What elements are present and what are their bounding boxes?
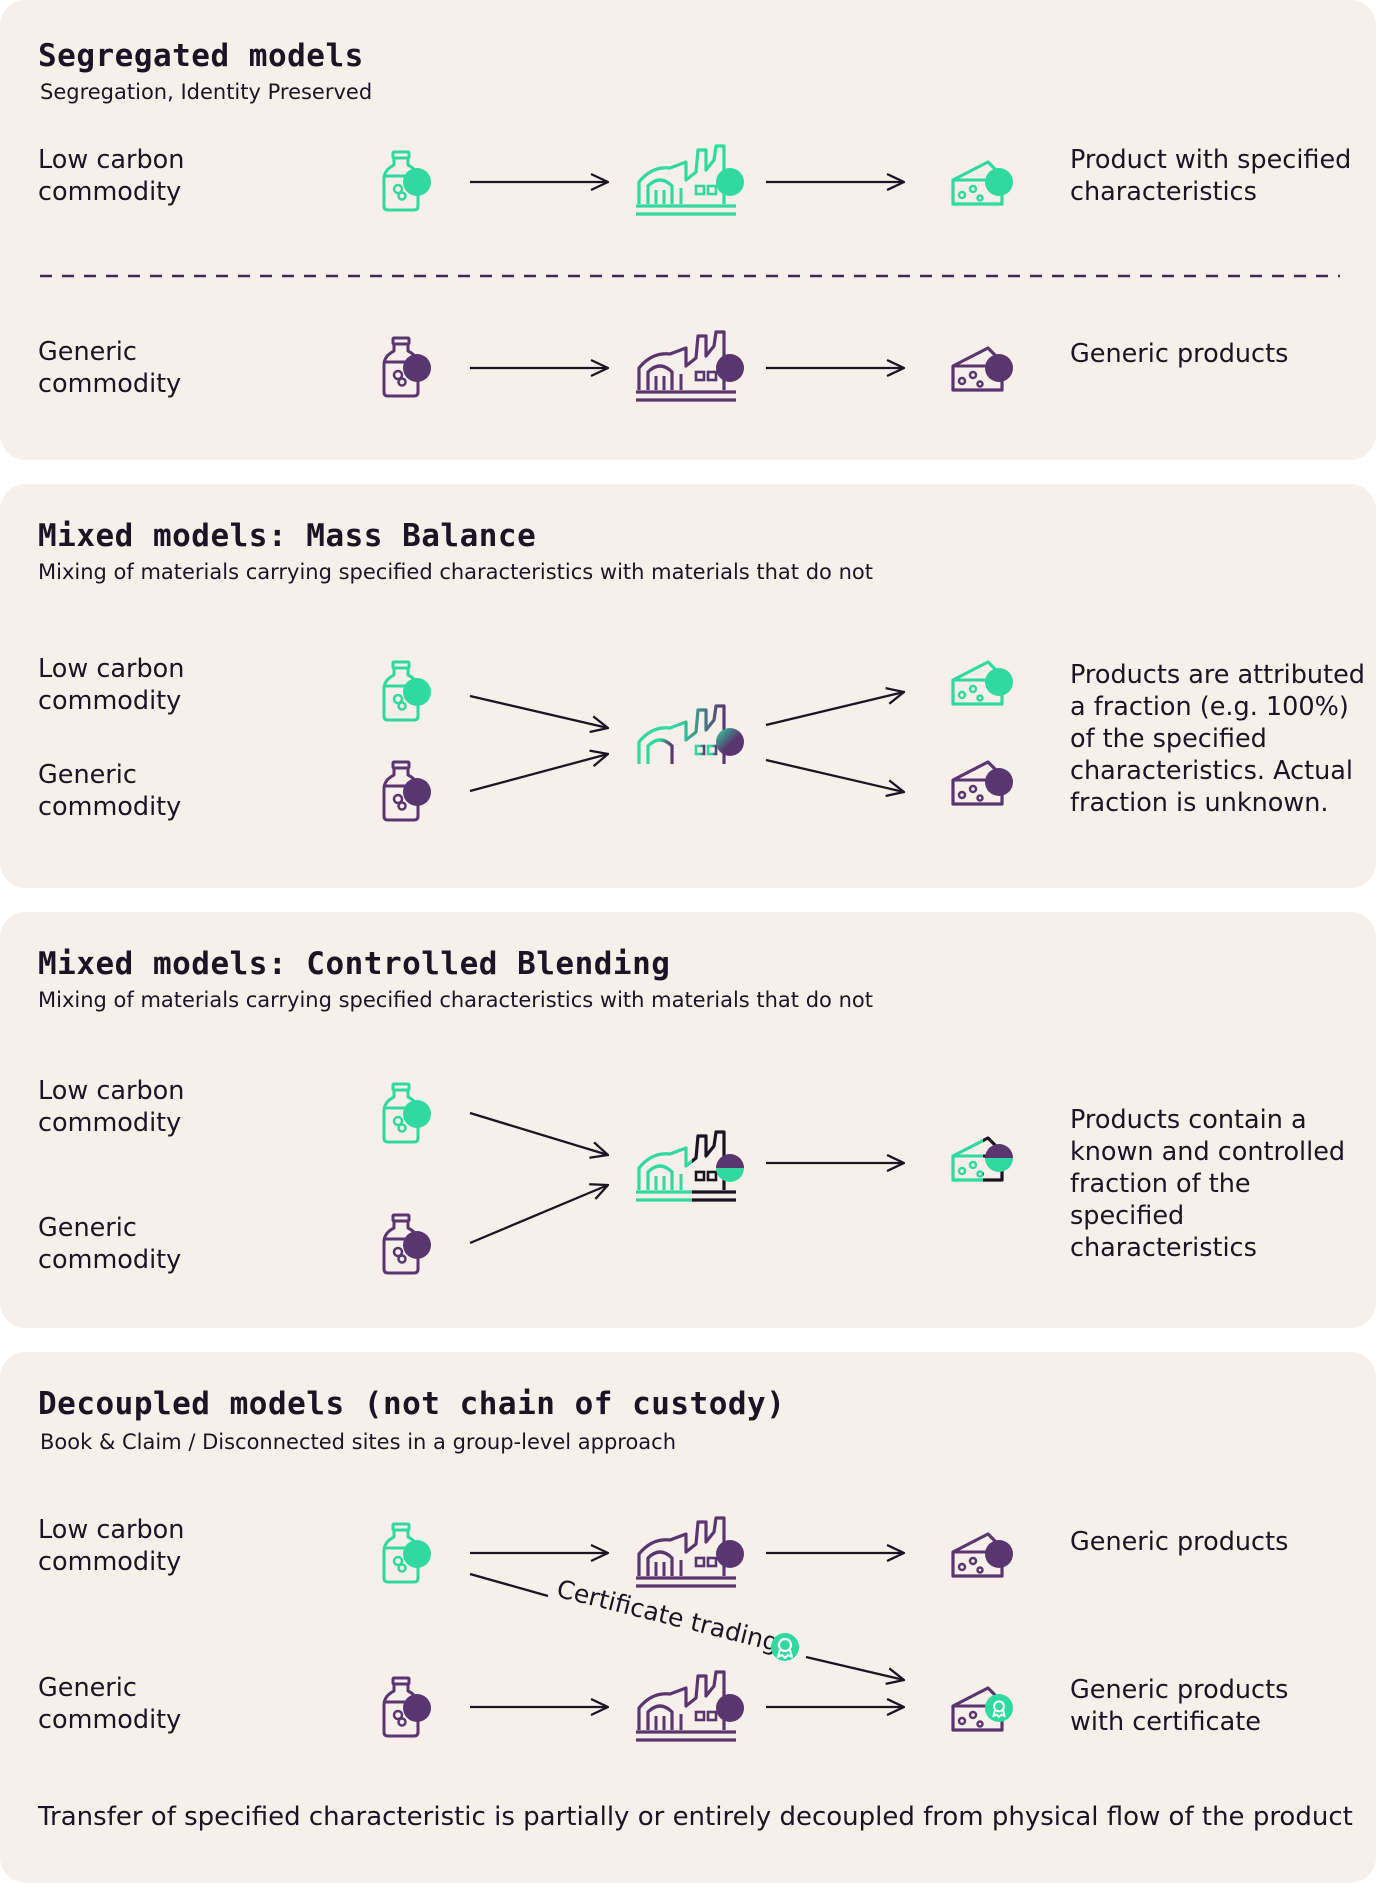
cheese-icon — [951, 1136, 1013, 1182]
segregated-generic-output-label: Generic products — [1070, 339, 1289, 369]
arrow — [765, 758, 904, 792]
decoupled-subtitle: Book & Claim / Disconnected sites in a g… — [40, 1430, 677, 1454]
mass-balance-low-carbon-label: Low carbon commodity — [38, 654, 185, 716]
mass-balance-title: Mixed models: Mass Balance — [38, 518, 537, 554]
controlled-blending-subtitle: Mixing of materials carrying specified c… — [38, 988, 873, 1012]
milk-bottle-icon — [382, 660, 431, 722]
milk-bottle-icon — [382, 760, 431, 822]
factory-icon — [634, 1130, 744, 1202]
factory-icon — [634, 1516, 744, 1588]
certificate-arrow-start — [469, 1572, 549, 1598]
milk-bottle-icon — [382, 1676, 431, 1738]
decoupled-footer-note: Transfer of specified characteristic is … — [38, 1802, 1353, 1832]
segregated-generic-label: Generic commodity — [38, 337, 182, 399]
controlled-blending-low-carbon-label: Low carbon commodity — [38, 1076, 185, 1138]
decoupled-generic-output-label: Generic products with certificate — [1070, 1675, 1289, 1737]
mass-balance-panel: Mixed models: Mass Balance Mixing of mat… — [0, 484, 1376, 888]
milk-bottle-icon — [382, 1213, 431, 1275]
controlled-blending-panel: Mixed models: Controlled Blending Mixing… — [0, 912, 1376, 1328]
decoupled-low-carbon-output-label: Generic products — [1070, 1527, 1289, 1557]
cheese-icon — [951, 160, 1013, 206]
decoupled-panel: Decoupled models (not chain of custody) … — [0, 1352, 1376, 1883]
decoupled-generic-label: Generic commodity — [38, 1673, 182, 1735]
factory-icon — [634, 704, 744, 776]
cheese-icon — [951, 660, 1013, 706]
arrow — [469, 694, 608, 728]
mass-balance-generic-label: Generic commodity — [38, 760, 182, 822]
cheese-icon — [951, 346, 1013, 392]
cheese-icon — [951, 760, 1013, 806]
milk-bottle-icon — [382, 150, 431, 212]
controlled-blending-generic-label: Generic commodity — [38, 1213, 182, 1275]
arrow — [469, 1185, 608, 1245]
milk-bottle-icon — [382, 336, 431, 398]
arrow — [765, 692, 904, 727]
milk-bottle-icon — [382, 1082, 431, 1144]
mass-balance-output-text: Products are attributed a fraction (e.g.… — [1070, 660, 1365, 818]
factory-icon — [634, 144, 744, 216]
decoupled-title: Decoupled models (not chain of custody) — [38, 1386, 786, 1422]
factory-icon — [634, 330, 744, 402]
segregated-title: Segregated models — [38, 38, 364, 74]
segregated-arrows — [40, 0, 1340, 460]
arrow — [805, 1655, 904, 1680]
arrow — [469, 1111, 608, 1155]
controlled-blending-arrows — [469, 1111, 1376, 1245]
mass-balance-arrows — [469, 484, 1376, 888]
mass-balance-subtitle: Mixing of materials carrying specified c… — [38, 560, 873, 584]
cheese-icon — [951, 1686, 1013, 1732]
segregated-low-carbon-output-label: Product with specified characteristics — [1070, 145, 1352, 207]
segregated-panel: Segregated models Segregation, Identity … — [0, 0, 1376, 460]
controlled-blending-output-text: Products contain a known and controlled … — [1070, 1105, 1346, 1263]
controlled-blending-title: Mixed models: Controlled Blending — [38, 946, 671, 982]
decoupled-low-carbon-label: Low carbon commodity — [38, 1515, 185, 1577]
arrow — [469, 754, 608, 793]
segregated-low-carbon-label: Low carbon commodity — [38, 145, 185, 207]
decoupled-arrows — [469, 1352, 1376, 1883]
segregated-subtitle: Segregation, Identity Preserved — [40, 80, 373, 104]
milk-bottle-icon — [382, 1522, 431, 1584]
factory-icon — [634, 1670, 744, 1742]
cheese-icon — [951, 1532, 1013, 1578]
